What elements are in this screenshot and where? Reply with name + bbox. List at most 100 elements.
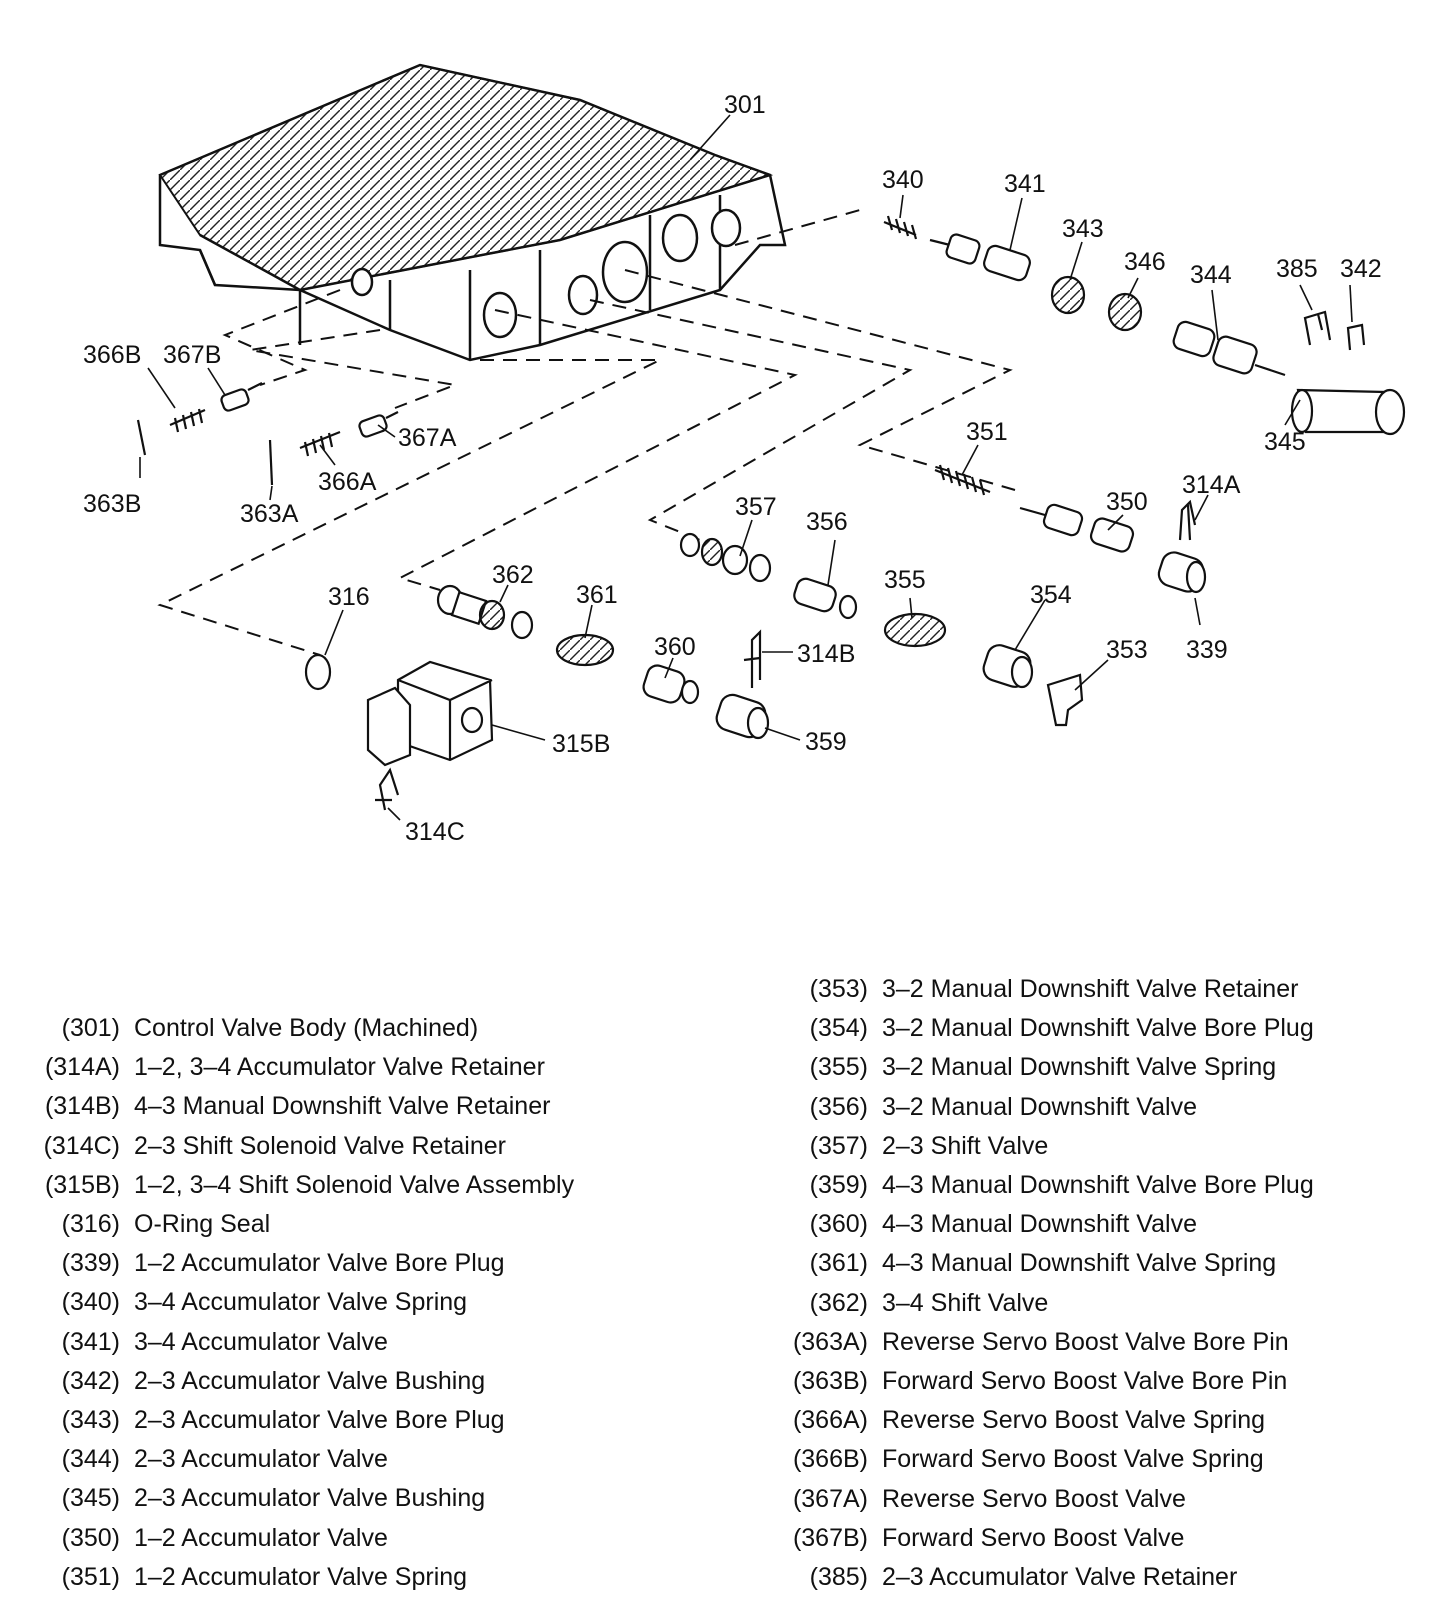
callout-339: 339 [1186,636,1228,664]
part-code: (343) [61,1406,120,1435]
part-code: (385) [809,1563,868,1592]
part-code: (366A) [792,1406,868,1435]
part-code: (363A) [792,1327,868,1356]
legend-row: (342)2–3 Accumulator Valve Bushing [26,1362,574,1401]
legend-row: (343) 2–3 Accumulator Valve Bore Plug [26,1401,574,1440]
callout-345: 345 [1264,428,1306,456]
legend-row: (314B) 4–3 Manual Downshift Valve Retaine… [26,1087,574,1126]
part-name: 2–3 Accumulator Valve Bushing [134,1366,486,1395]
legend-row: (351) 1–2 Accumulator Valve Spring [26,1558,574,1597]
callout-341: 341 [1004,170,1046,198]
part-code: (350) [61,1523,120,1552]
part-name: 1–2, 3–4 Accumulator Valve Retainer [134,1053,545,1082]
part-code: (351) [61,1562,120,1591]
part-name: 1–2, 3–4 Shift Solenoid Valve Assembly [134,1170,575,1199]
part-code: (359) [809,1171,868,1200]
part-name: 2–3 Shift Valve [882,1131,1049,1160]
callout-355: 355 [884,566,926,594]
retainer-314A [1178,499,1197,541]
legend-row: (360)4–3 Manual Downshift Valve [784,1205,1314,1244]
callout-385: 385 [1276,255,1318,283]
part-name: 1–2 Accumulator Valve [134,1523,388,1552]
accumulator-spring-340 [883,215,918,240]
part-code: (356) [809,1092,868,1121]
part-346 [1107,292,1143,332]
accumulator-valve-341 [929,233,1031,282]
part-name: 3–2 Manual Downshift Valve [882,1092,1197,1121]
legend-row: (314C)2–3 Shift Solenoid Valve Retainer [26,1127,574,1166]
part-name: 3–2 Manual Downshift Valve Bore Plug [882,1014,1314,1043]
callout-366B: 366B [83,341,141,369]
accumulator-spring-351 [934,464,991,496]
bore-pin-363B [136,419,147,456]
part-name: Forward Servo Boost Valve Bore Pin [882,1367,1288,1396]
callout-342: 342 [1340,255,1382,283]
part-code: (366B) [792,1445,868,1474]
legend-row: (363B) Forward Servo Boost Valve Bore Pin [784,1362,1314,1401]
leader-lines [139,114,1353,821]
callout-362: 362 [492,561,534,589]
part-code: (360) [809,1210,868,1239]
bore-plug-359 [715,693,770,740]
callout-315B: 315B [552,730,610,758]
control-valve-body [158,63,787,362]
part-code: (345) [61,1484,120,1513]
bore-pin-363A [268,439,274,486]
callout-301: 301 [724,91,766,119]
bushing-clip-342 [1346,323,1366,351]
legend-row: (355) 3–2 Manual Downshift Valve Spring [784,1048,1314,1087]
legend-row: (357) 2–3 Shift Valve [784,1127,1314,1166]
part-name: 2–3 Accumulator Valve [134,1445,388,1474]
retainer-353 [1046,673,1084,727]
legend-row: (385)2–3 Accumulator Valve Retainer [784,1558,1314,1597]
part-code: (355) [809,1053,868,1082]
legend-row: (340)3–4 Accumulator Valve Spring [26,1283,574,1322]
part-code: (361) [809,1249,868,1278]
part-name: 4–3 Manual Downshift Valve Bore Plug [882,1171,1314,1200]
part-name: 2–3 Shift Solenoid Valve Retainer [134,1131,506,1160]
callout-344: 344 [1190,261,1232,289]
servo-spring-366B [169,408,206,433]
legend-row: (356) 3–2 Manual Downshift Valve [784,1088,1314,1127]
part-code: (316) [61,1210,120,1239]
part-code: (339) [61,1249,120,1278]
part-name: Forward Servo Boost Valve Spring [882,1445,1264,1474]
parts-legend-right: (353)3–2 Manual Downshift Valve Retainer… [784,970,1314,1597]
accumulator-bushing-345 [1290,388,1406,436]
assembly-guide-lines [157,209,1016,656]
accumulator-valve-350 [1019,503,1135,553]
callout-357: 357 [735,493,777,521]
servo-valve-367B [220,382,263,412]
callout-343: 343 [1062,215,1104,243]
bore-plug-339 [1157,551,1207,594]
bore-plug-354 [982,644,1034,689]
part-name: O-Ring Seal [134,1210,271,1239]
callout-labels: 301 340 341 343 346 344 385 342 345 351 … [83,91,1382,846]
retainer-314B [743,629,762,688]
part-code: (314B) [44,1092,120,1121]
legend-row: (314A)1–2, 3–4 Accumulator Valve Retaine… [26,1048,574,1087]
part-code: (363B) [792,1367,868,1396]
part-name: 2–3 Accumulator Valve Bore Plug [134,1406,505,1435]
part-code: (341) [61,1327,120,1356]
downshift-valve-356 [793,577,858,620]
part-name: Control Valve Body (Machined) [134,1014,479,1042]
part-name: 3–4 Accumulator Valve Spring [134,1288,468,1317]
shift-valve-362 [436,584,534,640]
part-code: (367A) [792,1484,868,1513]
legend-row: (339)1–2 Accumulator Valve Bore Plug [26,1244,574,1283]
part-name: 3–2 Manual Downshift Valve Spring [882,1053,1277,1082]
part-name: 3–2 Manual Downshift Valve Retainer [882,975,1299,1003]
part-name: 3–4 Accumulator Valve [134,1327,388,1356]
legend-row: (367B)Forward Servo Boost Valve [784,1519,1314,1558]
legend-row: (350) 1–2 Accumulator Valve [26,1519,574,1558]
part-name: 4–3 Manual Downshift Valve Retainer [134,1092,551,1121]
part-name: 3–4 Shift Valve [882,1288,1049,1317]
part-name: 1–2 Accumulator Valve Spring [134,1562,468,1591]
callout-354: 354 [1030,581,1072,609]
legend-row: (341) 3–4 Accumulator Valve [26,1323,574,1362]
legend-row: (301)Control Valve Body (Machined) [26,1009,574,1048]
part-code: (357) [809,1131,868,1160]
legend-row: (367A)Reverse Servo Boost Valve [784,1480,1314,1519]
retainer-314C [375,767,400,811]
